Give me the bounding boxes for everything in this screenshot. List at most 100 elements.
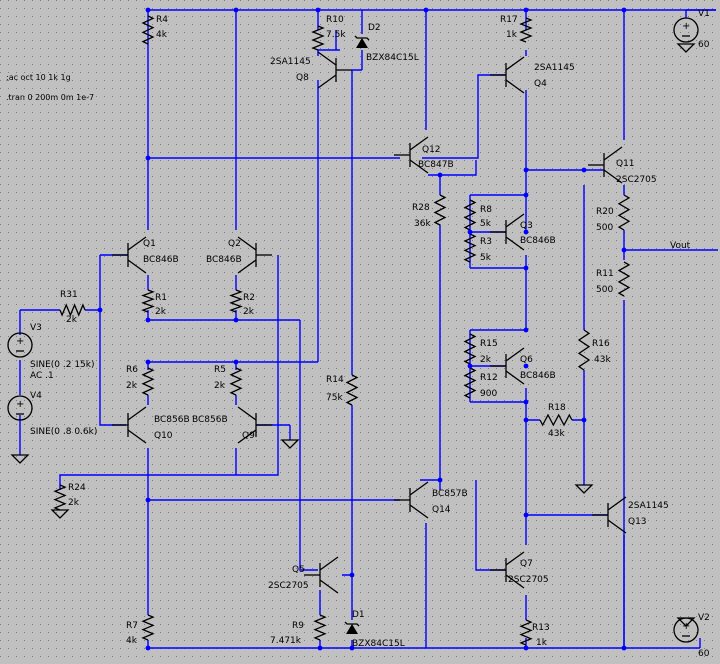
junction-29 bbox=[349, 572, 355, 578]
label-r28: R28 bbox=[412, 203, 430, 213]
resistor-r5 bbox=[229, 367, 243, 396]
label-r3: R3 bbox=[480, 237, 492, 247]
label-q8: Q8 bbox=[296, 73, 309, 83]
spice-directive-0: ;ac oct 10 1k 1g bbox=[6, 73, 71, 82]
svg-text:+: + bbox=[682, 21, 690, 32]
label-r7v: 4k bbox=[126, 636, 138, 646]
label-r20v: 500 bbox=[596, 223, 613, 233]
label-v1: V1 bbox=[698, 9, 710, 19]
resistor-r18 bbox=[539, 413, 573, 427]
resistor-r10 bbox=[311, 25, 325, 51]
resistor-r20 bbox=[617, 194, 631, 231]
transistor-q12 bbox=[394, 136, 429, 174]
label-r20: R20 bbox=[596, 207, 614, 217]
label-r9: R9 bbox=[292, 621, 304, 631]
label-q6m: BC846B bbox=[520, 371, 556, 381]
junction-31 bbox=[523, 645, 529, 651]
label-vout: Vout bbox=[670, 241, 691, 251]
label-r7: R7 bbox=[126, 621, 138, 631]
zener-d1 bbox=[344, 621, 360, 634]
ground-5 bbox=[574, 484, 594, 494]
label-r15: R15 bbox=[480, 339, 498, 349]
junction-dots bbox=[97, 7, 627, 651]
junction-14 bbox=[523, 265, 529, 271]
label-r1v: 2k bbox=[155, 307, 167, 317]
junction-27 bbox=[145, 497, 151, 503]
resistor-r1 bbox=[141, 289, 155, 313]
transistor-q10 bbox=[112, 406, 147, 444]
resistor-r4 bbox=[141, 15, 155, 45]
label-v1v: 60 bbox=[698, 40, 710, 50]
resistor-r7 bbox=[141, 614, 155, 641]
resistor-r6 bbox=[141, 367, 155, 396]
label-q3m: BC846B bbox=[520, 236, 556, 246]
label-q11m: 2SC2705 bbox=[616, 175, 657, 185]
label-q5: Q5 bbox=[292, 565, 305, 575]
ground-3 bbox=[676, 43, 696, 53]
junction-3 bbox=[423, 7, 429, 13]
label-r6: R6 bbox=[126, 365, 138, 375]
label-r17: R17 bbox=[500, 15, 518, 25]
junction-32 bbox=[349, 645, 355, 651]
label-r10v: 7.5k bbox=[326, 30, 346, 40]
wire-12 bbox=[525, 185, 585, 485]
label-q12m: BC847B bbox=[418, 160, 454, 170]
junction-0 bbox=[145, 7, 151, 13]
wire-20 bbox=[147, 448, 400, 648]
label-q9m: BC856B bbox=[192, 415, 228, 425]
resistor-r31 bbox=[59, 303, 86, 317]
wire-19 bbox=[147, 80, 319, 405]
wire-8 bbox=[526, 10, 718, 251]
label-r5: R5 bbox=[214, 365, 226, 375]
resistor-r12 bbox=[463, 367, 477, 399]
junction-30 bbox=[621, 645, 627, 651]
resistor-r24 bbox=[53, 484, 67, 511]
label-r11: R11 bbox=[596, 269, 614, 279]
junction-9 bbox=[581, 167, 587, 173]
source-v3: + bbox=[7, 332, 33, 358]
resistor-r3 bbox=[463, 233, 477, 263]
label-q1m: BC846B bbox=[143, 255, 179, 265]
label-v3: V3 bbox=[30, 323, 42, 333]
junction-16 bbox=[467, 363, 473, 369]
wire-3 bbox=[352, 10, 363, 71]
label-r14v: 75k bbox=[326, 393, 343, 403]
zener-d2 bbox=[354, 35, 370, 48]
label-r8: R8 bbox=[480, 205, 492, 215]
label-r31: R31 bbox=[60, 290, 78, 300]
junction-24 bbox=[233, 317, 239, 323]
junction-1 bbox=[233, 7, 239, 13]
label-q7: Q7 bbox=[520, 559, 533, 569]
junction-4 bbox=[523, 7, 529, 13]
transistor-q7 bbox=[490, 551, 525, 589]
junction-34 bbox=[145, 645, 151, 651]
wire-24 bbox=[148, 638, 701, 649]
label-r24v: 2k bbox=[68, 498, 80, 508]
label-v2: V2 bbox=[698, 613, 710, 623]
label-q11: Q11 bbox=[616, 159, 635, 169]
label-q8m: 2SA1145 bbox=[270, 57, 311, 67]
wire-16 bbox=[19, 309, 100, 455]
spice-directive-1: .tran 0 200m 0m 1e-7 bbox=[6, 93, 94, 102]
label-r8v: 5k bbox=[480, 219, 492, 229]
label-r28v: 36k bbox=[414, 219, 431, 229]
junction-12 bbox=[523, 229, 529, 235]
label-r6v: 2k bbox=[126, 381, 138, 391]
transistor-q8 bbox=[317, 51, 352, 89]
junction-7 bbox=[437, 172, 443, 178]
svg-text:+: + bbox=[16, 336, 24, 347]
label-q4m: 2SA1145 bbox=[534, 63, 575, 73]
resistor-r14 bbox=[345, 374, 359, 406]
junction-5 bbox=[621, 7, 627, 13]
label-q4: Q4 bbox=[534, 79, 547, 89]
components: ++++ bbox=[7, 15, 699, 646]
label-r18v: 43k bbox=[548, 429, 565, 439]
label-v4v: SINE(0 .8 0.6k) bbox=[30, 427, 97, 437]
transistor-q14 bbox=[394, 481, 429, 519]
resistor-r17 bbox=[519, 17, 533, 43]
label-q1: Q1 bbox=[143, 239, 156, 249]
label-r2: R2 bbox=[243, 293, 255, 303]
labels: R44kR107.5kD2BZX84C15LR171kV1602SA1145Q8… bbox=[6, 9, 710, 659]
